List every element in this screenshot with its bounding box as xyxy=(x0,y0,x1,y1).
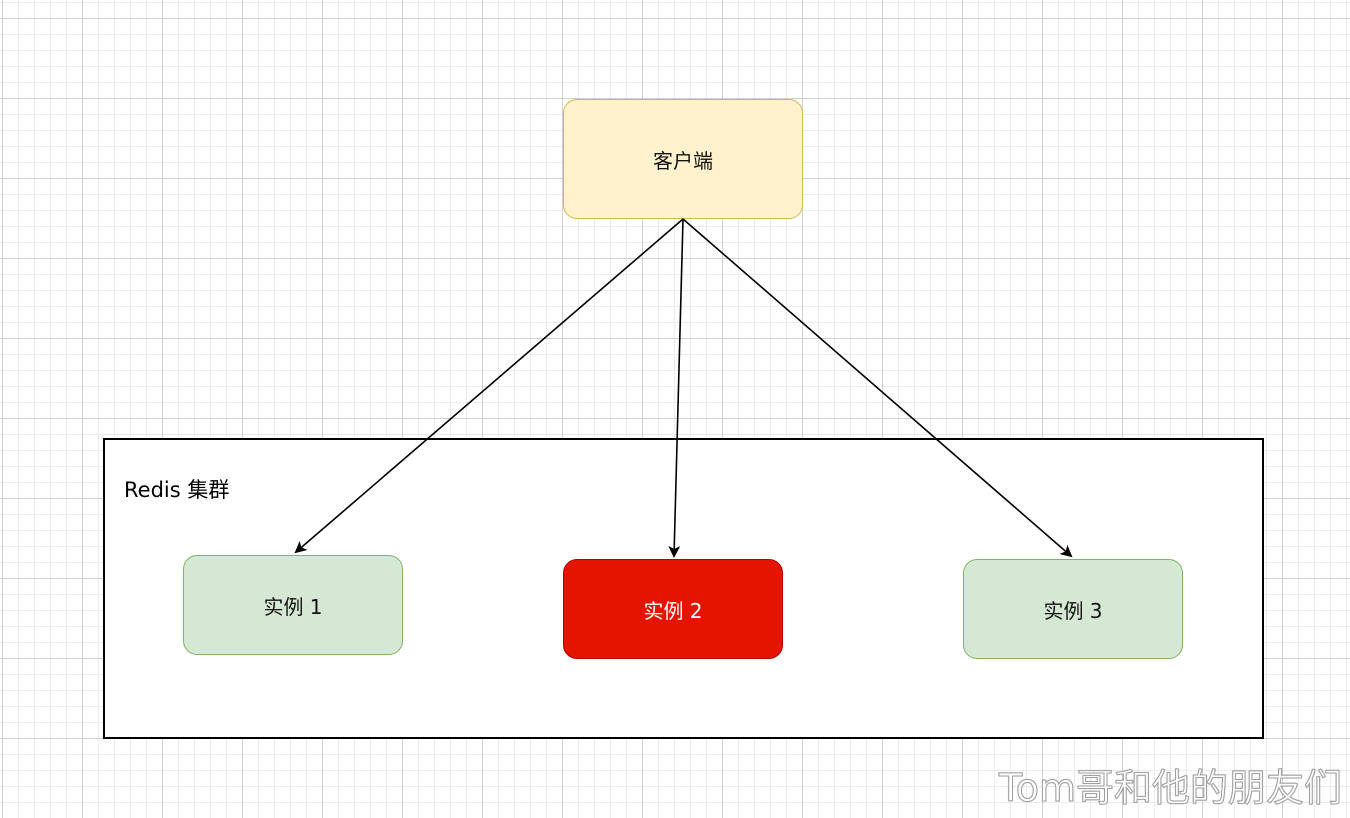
instance-node-3[interactable]: 实例 3 xyxy=(963,559,1183,659)
watermark-text: Tom哥和他的朋友们 xyxy=(998,766,1342,811)
cluster-label: Redis 集群 xyxy=(124,478,230,502)
instance-label-2: 实例 2 xyxy=(643,598,703,623)
instance-node-2-failed[interactable]: 实例 2 xyxy=(563,559,783,659)
instance-label-3: 实例 3 xyxy=(1043,598,1103,623)
client-label: 客户端 xyxy=(653,148,713,173)
instance-node-1[interactable]: 实例 1 xyxy=(183,555,403,655)
instance-label-1: 实例 1 xyxy=(263,594,323,619)
client-node[interactable]: 客户端 xyxy=(563,99,803,219)
